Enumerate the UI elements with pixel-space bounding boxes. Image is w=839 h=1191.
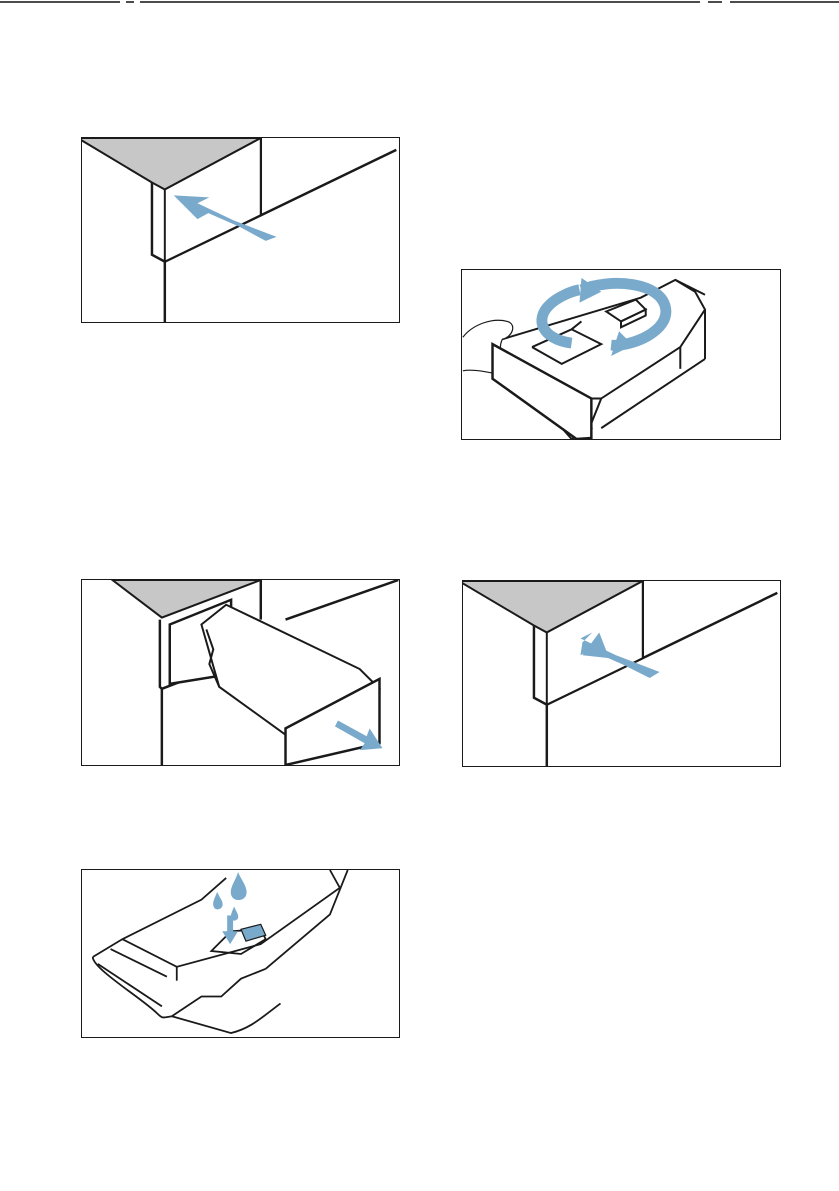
drawer-grip bbox=[493, 344, 592, 439]
header-rule bbox=[0, 0, 839, 10]
siphon-cap bbox=[241, 924, 266, 941]
rotate-arrow-icon bbox=[542, 283, 666, 345]
figure-drawer-insert-rotate bbox=[461, 269, 781, 440]
figure-drawer-pull-out bbox=[81, 579, 400, 766]
figure-drawer-push-in bbox=[81, 137, 400, 323]
water-drop-icon bbox=[213, 872, 246, 921]
insert-outline bbox=[93, 870, 348, 1033]
figure-insert-water-drops bbox=[81, 869, 400, 1038]
drawer-outline bbox=[493, 280, 705, 439]
figure-drawer-push-in-again bbox=[462, 580, 781, 767]
